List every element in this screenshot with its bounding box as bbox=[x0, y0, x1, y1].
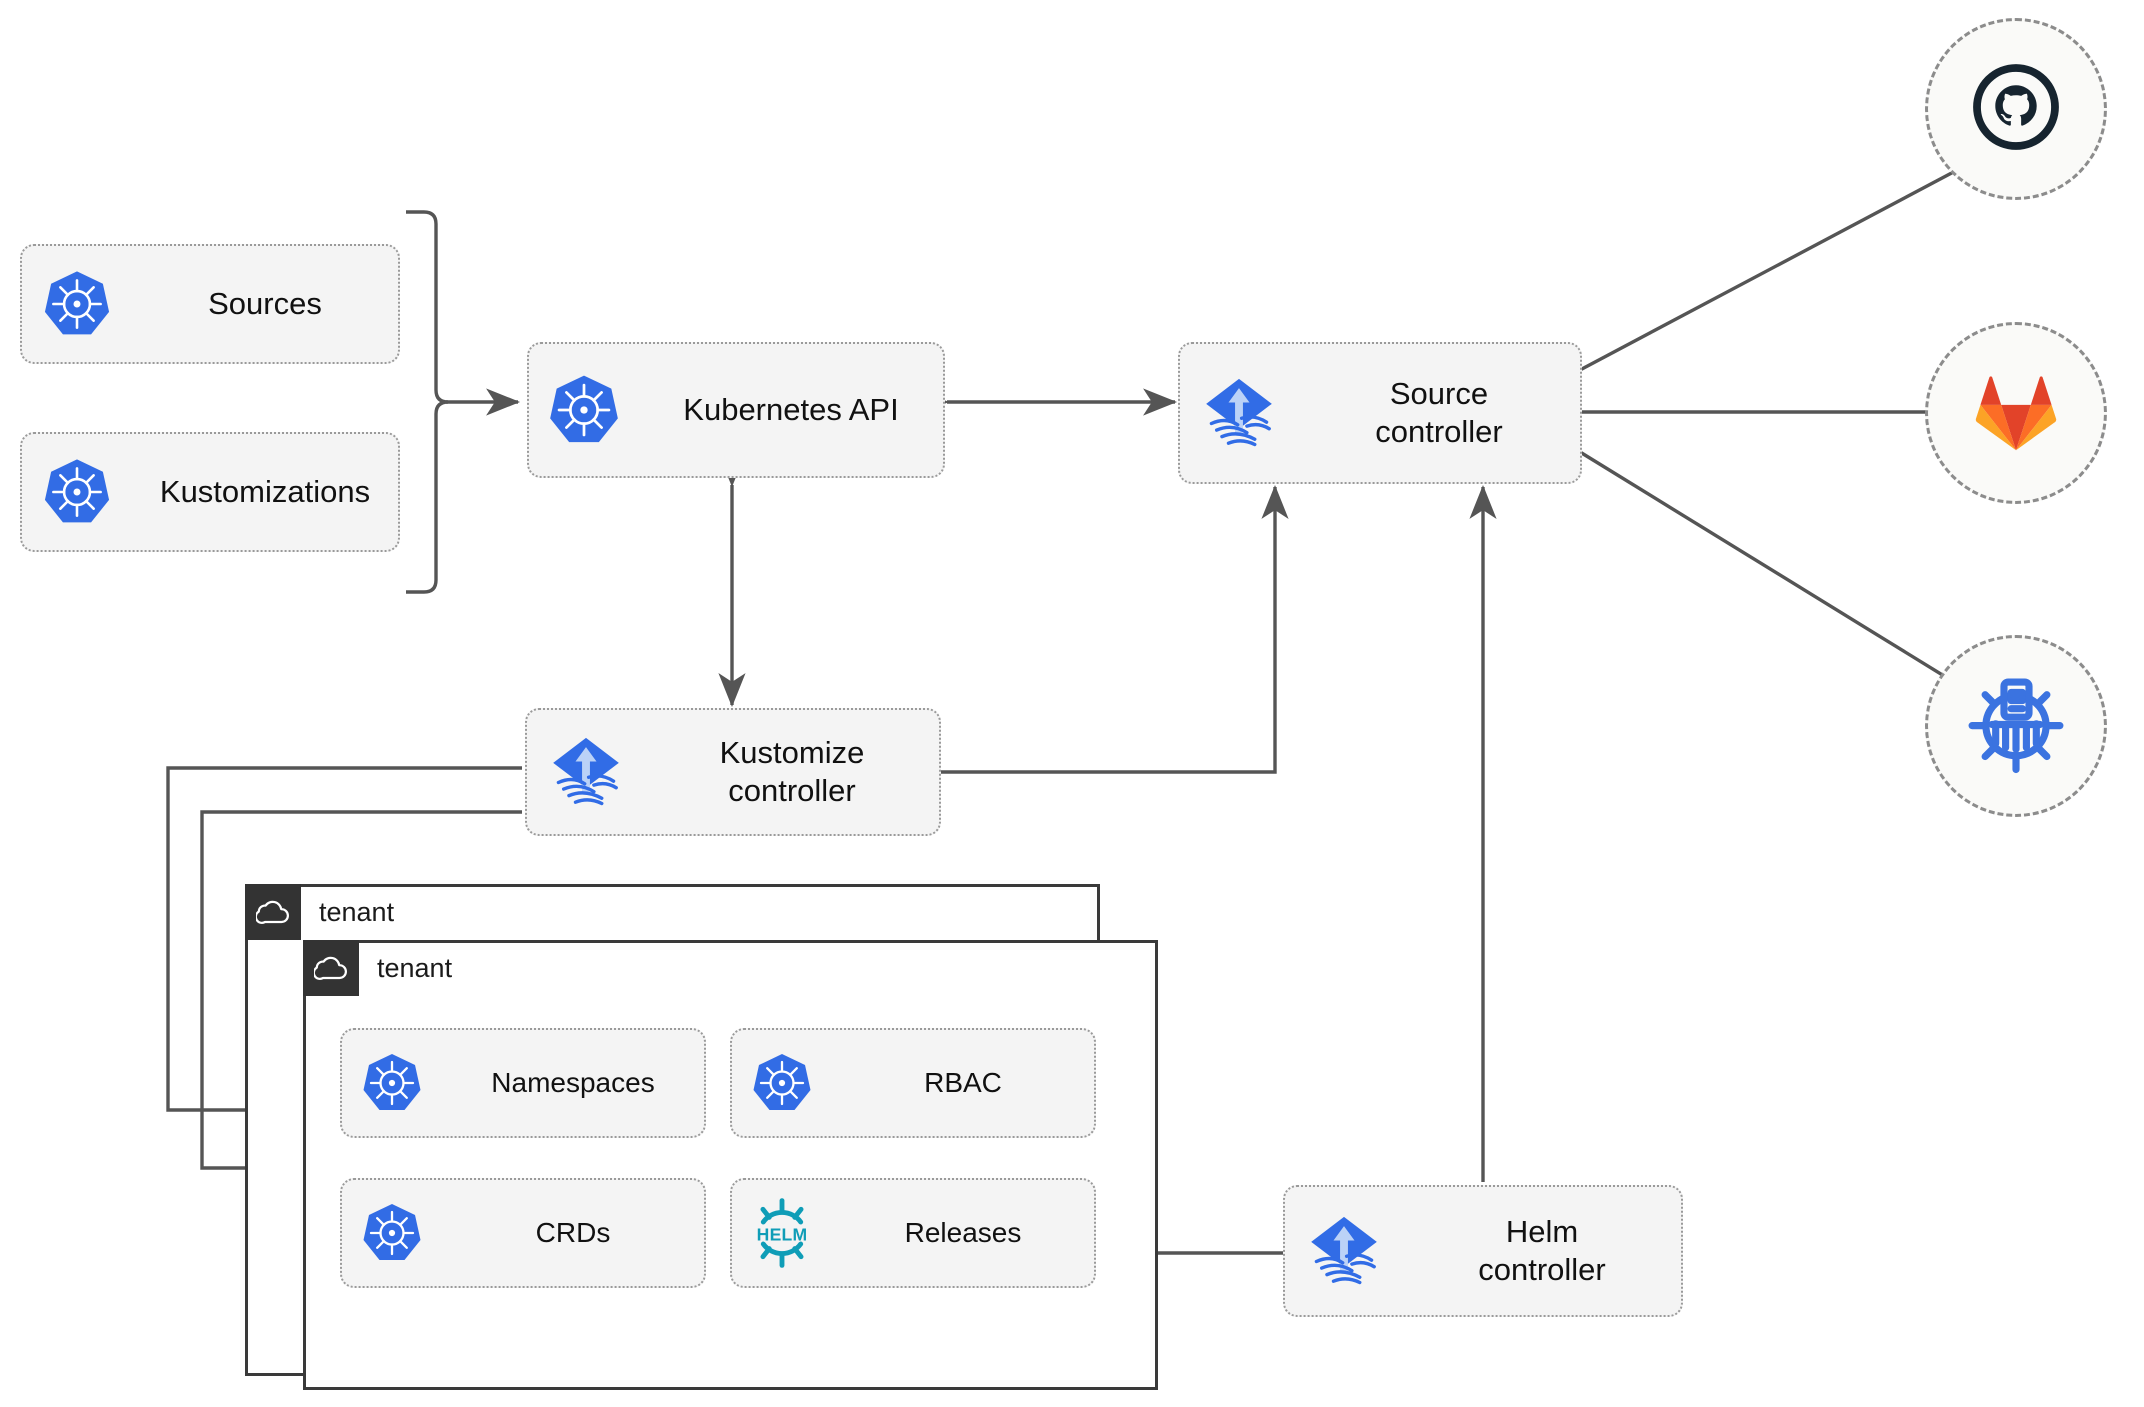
cloud-icon bbox=[303, 940, 359, 996]
node-helm-controller[interactable]: Helm controller bbox=[1283, 1185, 1683, 1317]
svg-text:HELM: HELM bbox=[757, 1225, 808, 1245]
github-icon bbox=[1968, 59, 2064, 160]
helm-icon: HELM bbox=[732, 1196, 832, 1270]
kubernetes-icon bbox=[22, 268, 132, 340]
node-label: Kustomizations bbox=[159, 474, 371, 510]
helm-repository-icon bbox=[1964, 672, 2068, 781]
node-label: Source controller bbox=[1375, 376, 1503, 449]
endpoint-github[interactable] bbox=[1925, 18, 2107, 200]
node-source-controller[interactable]: Source controller bbox=[1178, 342, 1582, 484]
node-label: Kustomize controller bbox=[719, 735, 865, 808]
node-label: Sources bbox=[208, 286, 322, 322]
endpoint-helm-repository[interactable] bbox=[1925, 635, 2107, 817]
tenant-label: tenant bbox=[319, 897, 395, 927]
resource-namespaces[interactable]: Namespaces bbox=[340, 1028, 706, 1138]
tenant-box-front[interactable]: tenant bbox=[303, 940, 1158, 1390]
kubernetes-icon bbox=[342, 1201, 442, 1265]
node-label: Helm controller bbox=[1478, 1214, 1606, 1287]
tenant-label: tenant bbox=[377, 953, 453, 983]
flux-icon bbox=[1180, 371, 1298, 455]
node-kustomize-controller[interactable]: Kustomize controller bbox=[525, 708, 941, 836]
tenant-header: tenant bbox=[303, 940, 452, 996]
cloud-icon bbox=[245, 884, 301, 940]
kubernetes-icon bbox=[342, 1051, 442, 1115]
flux-icon bbox=[527, 730, 645, 814]
resource-rbac[interactable]: RBAC bbox=[730, 1028, 1096, 1138]
tenant-header: tenant bbox=[245, 884, 394, 940]
kubernetes-icon bbox=[529, 372, 639, 448]
resource-label: Namespaces bbox=[491, 1066, 655, 1098]
node-sources[interactable]: Sources bbox=[20, 244, 400, 364]
resource-releases[interactable]: HELM Releases bbox=[730, 1178, 1096, 1288]
kubernetes-icon bbox=[732, 1051, 832, 1115]
node-kustomizations[interactable]: Kustomizations bbox=[20, 432, 400, 552]
node-kubernetes-api[interactable]: Kubernetes API bbox=[527, 342, 945, 478]
gitlab-icon bbox=[1969, 366, 2063, 461]
resource-label: CRDs bbox=[535, 1216, 611, 1248]
resource-crds[interactable]: CRDs bbox=[340, 1178, 706, 1288]
flux-icon bbox=[1285, 1209, 1403, 1293]
kubernetes-icon bbox=[22, 456, 132, 528]
endpoint-gitlab[interactable] bbox=[1925, 322, 2107, 504]
node-label: Kubernetes API bbox=[683, 392, 899, 428]
resource-label: Releases bbox=[904, 1216, 1022, 1248]
resource-label: RBAC bbox=[924, 1066, 1002, 1098]
